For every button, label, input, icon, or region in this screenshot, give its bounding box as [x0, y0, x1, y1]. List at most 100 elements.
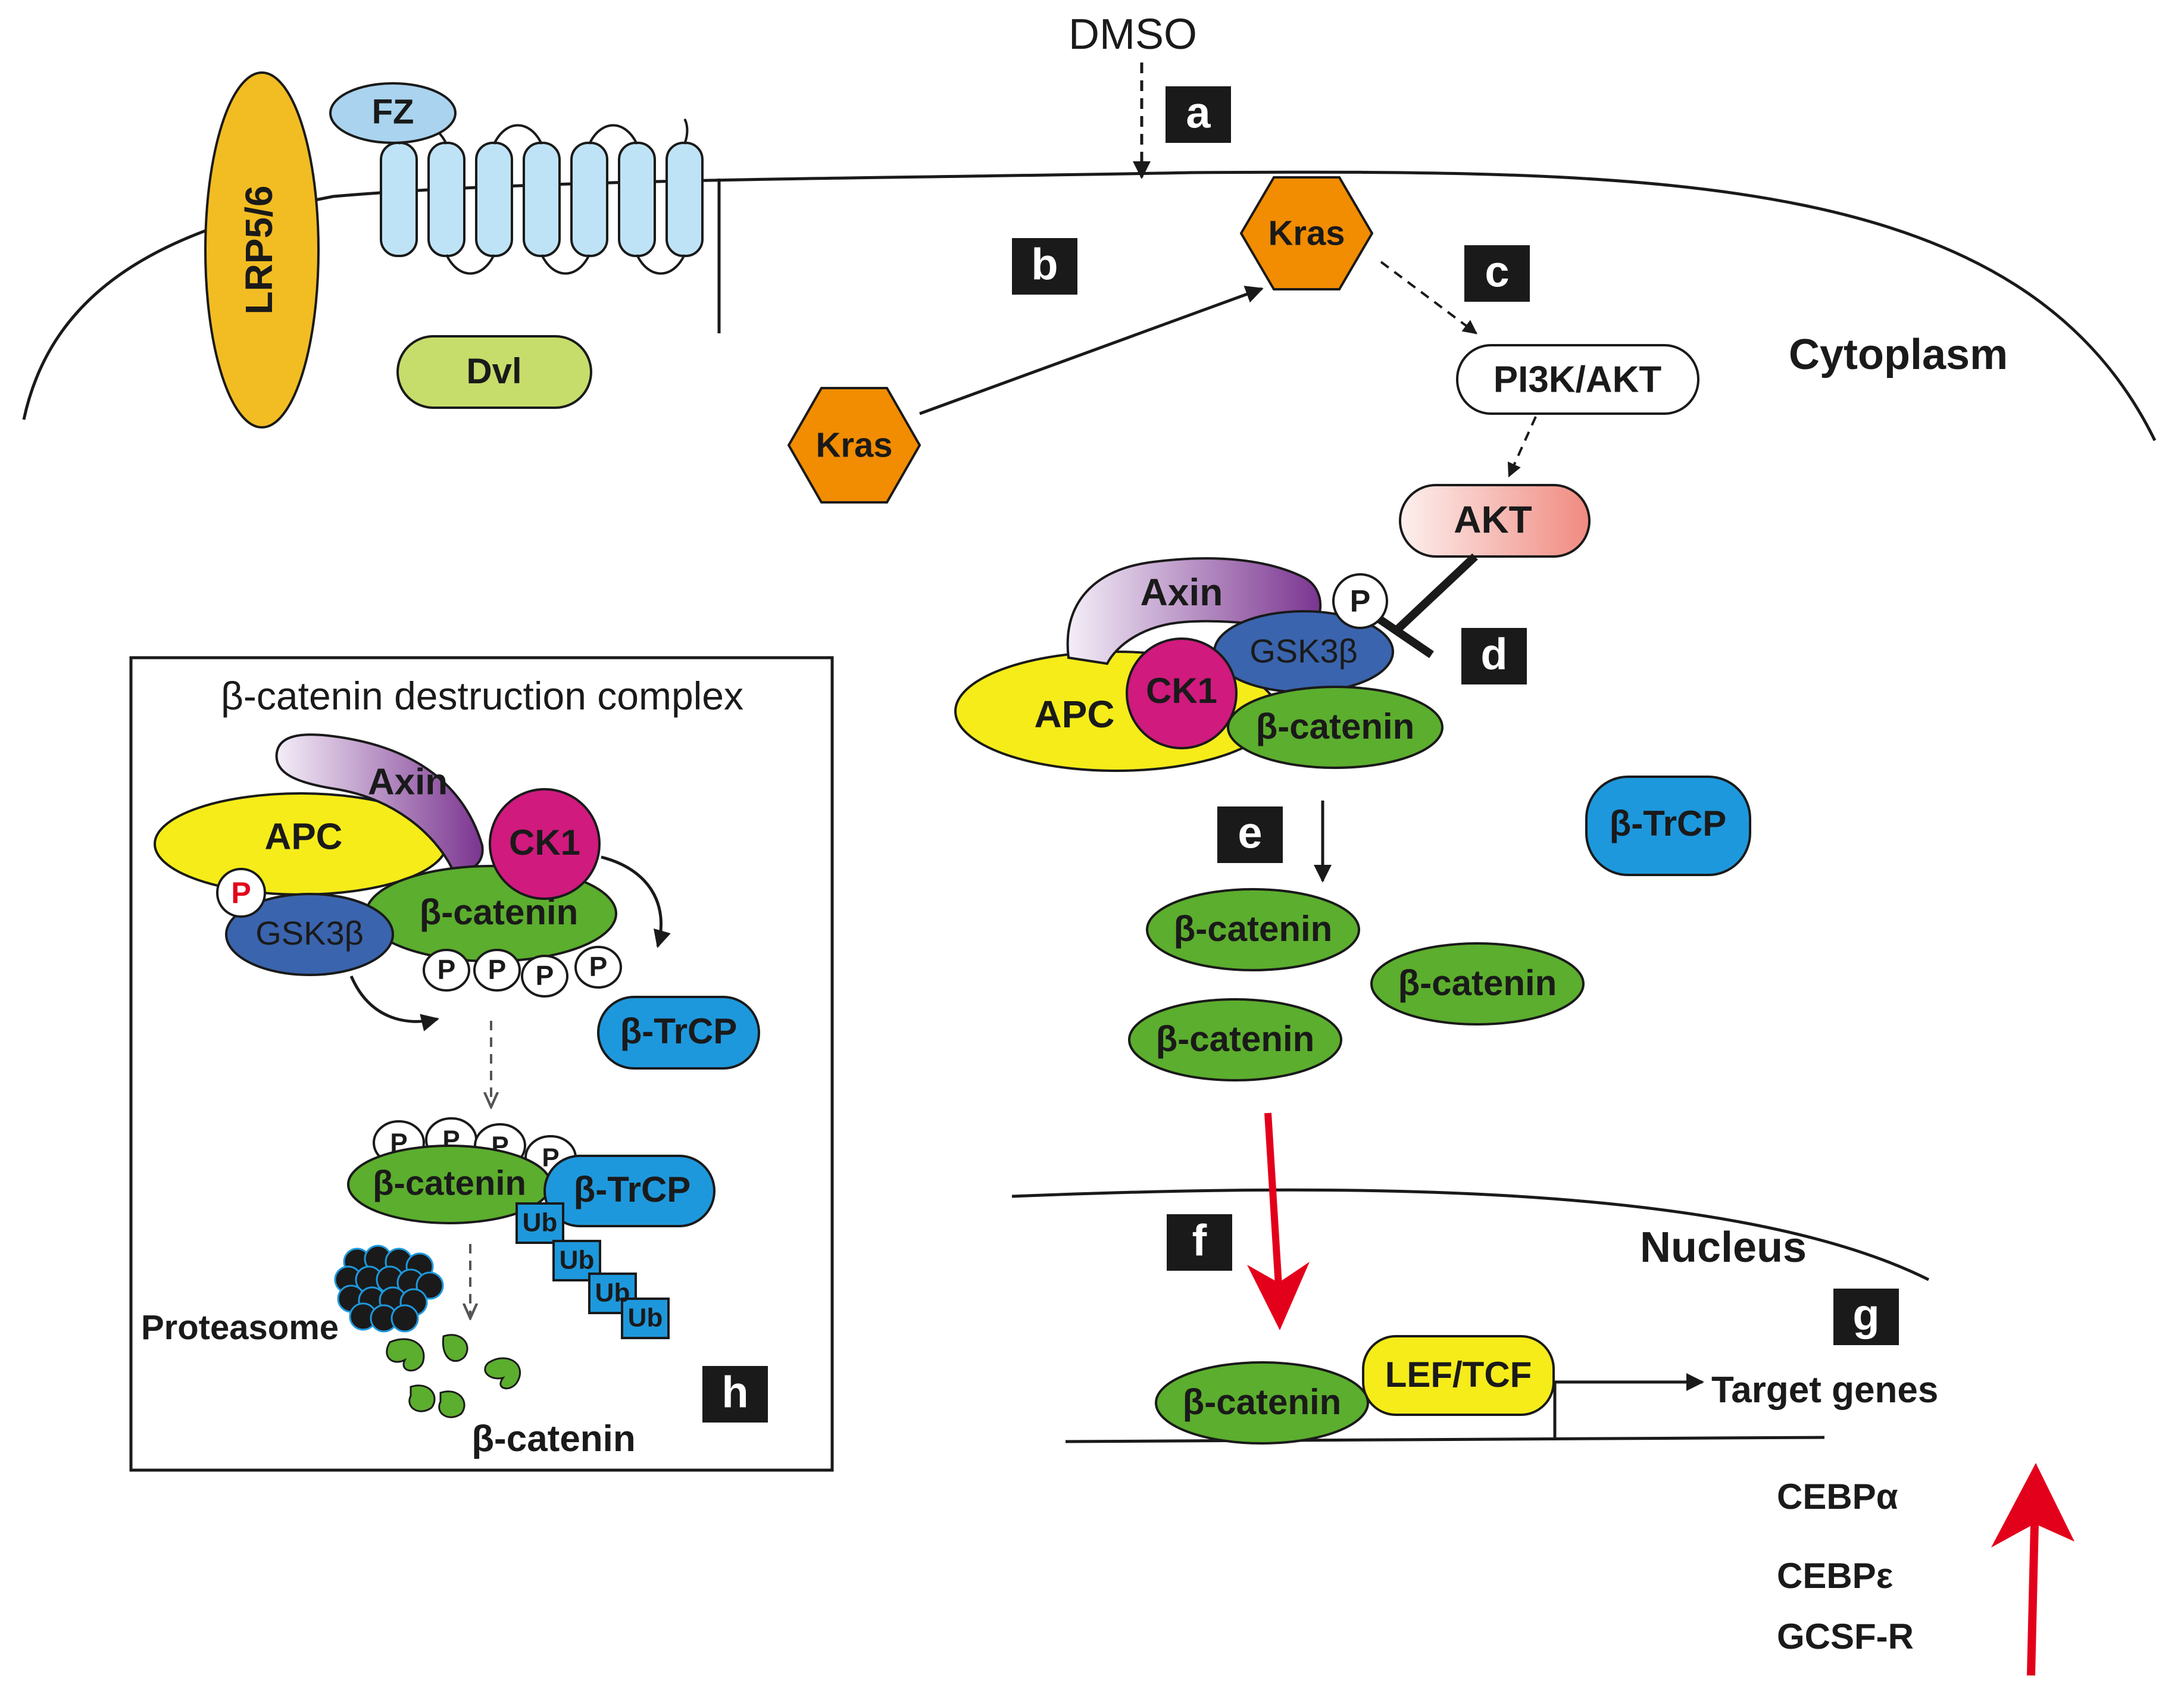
svg-text:b: b [1031, 240, 1058, 289]
akt-inhibition-line [1393, 553, 1478, 634]
gsk3b-label: GSK3β [1249, 632, 1358, 670]
dvl-label: Dvl [466, 351, 521, 391]
target-genes-label: Target genes [1711, 1370, 1938, 1411]
phosphate-4: P [589, 951, 608, 982]
kras-to-pi3k-arrow [1380, 261, 1477, 335]
lrp5-6-receptor: LRP5/6 [204, 71, 320, 429]
step-marker-a: a [1166, 86, 1231, 143]
main-destruction-complex: Axin GSK3β P CK1 APC β-catenin [954, 557, 1443, 772]
upregulation-arrow [2027, 1523, 2039, 1676]
cebpa-label: CEBPα [1777, 1477, 1898, 1517]
svg-text:f: f [1192, 1216, 1207, 1265]
kras-active: Kras [1239, 176, 1374, 290]
gcsfr-label: GCSF-R [1777, 1617, 1914, 1656]
ub-2: Ub [560, 1246, 595, 1275]
kras-activation-arrow [919, 286, 1264, 415]
akt-label: AKT [1454, 498, 1532, 541]
axin-label: Axin [1141, 571, 1223, 614]
free-beta-catenin-1: β-catenin [1146, 888, 1360, 971]
btrcp-free-label: β-TrCP [1610, 804, 1727, 843]
lef-tcf-shape [1362, 1335, 1555, 1416]
nuclear-translocation-arrow [1264, 1112, 1282, 1286]
phosphate-2: P [488, 954, 507, 985]
step-marker-d: d [1461, 628, 1527, 684]
cell-membrane [22, 170, 2157, 442]
step-marker-g: g [1833, 1289, 1899, 1345]
cytoplasm-label: Cytoplasm [1789, 331, 2008, 379]
inset-axin-label: Axin [368, 761, 448, 802]
svg-text:d: d [1480, 630, 1507, 679]
dvl-shape [396, 335, 592, 409]
dna-line [1065, 1436, 1825, 1443]
step-marker-f: f [1167, 1214, 1232, 1271]
ubiquitinated-complex: P P P P β-catenin β-TrCP Ub Ub Ub Ub [347, 1117, 715, 1339]
ubiquitin-chain [515, 1202, 670, 1339]
beta-catenin-shape [1227, 686, 1443, 769]
inset-ck1-curve-arrow [601, 855, 671, 948]
btrcp-free-shape [1585, 776, 1751, 876]
phospho-circle [1332, 573, 1388, 629]
inset-axin-shape [275, 733, 484, 872]
ck1-label: CK1 [1146, 671, 1217, 711]
ub-4: Ub [628, 1303, 663, 1333]
inset-gsk3b-shape [225, 893, 394, 976]
proteasome-label: Proteasome [141, 1308, 339, 1347]
upregulation-arrowhead [1991, 1463, 2074, 1548]
inset-btrcp-shape [597, 996, 760, 1070]
ub-btrcp-label: β-TrCP [574, 1170, 691, 1209]
inset-apc-label: APC [265, 816, 343, 857]
proteasome-icon [334, 1245, 444, 1333]
svg-text:e: e [1238, 808, 1262, 858]
ub-btrcp-shape [543, 1155, 715, 1227]
nucleus-label: Nucleus [1640, 1224, 1807, 1271]
akt-shape [1399, 484, 1591, 558]
inset-gsk3b-label: GSK3β [255, 914, 364, 952]
phosphate-chain [423, 946, 622, 998]
svg-text:β-catenin: β-catenin [1156, 1019, 1315, 1059]
ub-1: Ub [523, 1208, 558, 1237]
dmso-label: DMSO [1068, 11, 1197, 58]
svg-text:c: c [1485, 247, 1509, 296]
nuclear-translocation-arrowhead [1247, 1262, 1310, 1330]
ub-3: Ub [595, 1278, 630, 1308]
pi3k-to-akt-arrow [1507, 416, 1537, 478]
destruction-complex-box [129, 656, 834, 1472]
svg-text:g: g [1852, 1290, 1879, 1340]
lef-tcf-label: LEF/TCF [1385, 1355, 1532, 1395]
lrp5-6-label: LRP5/6 [238, 186, 280, 315]
free-beta-catenin-3: β-catenin [1128, 998, 1342, 1081]
pi3k-akt-shape [1456, 344, 1699, 415]
fz-label: FZ [372, 92, 414, 131]
inset-ck1-shape [489, 788, 601, 900]
nuclear-membrane [1011, 1188, 1930, 1281]
step-marker-e: e [1217, 806, 1283, 863]
svg-text:Kras: Kras [1268, 214, 1345, 252]
inset-phospho-red-label: P [231, 876, 251, 909]
svg-text:β-catenin: β-catenin [1398, 963, 1557, 1003]
box-title: β-catenin destruction complex [221, 674, 743, 718]
degraded-fragments-icon [386, 1334, 521, 1418]
step-marker-h: h [702, 1366, 768, 1423]
frizzled-receptor: FZ [329, 82, 721, 333]
svg-text:a: a [1186, 88, 1211, 137]
inset-phospho-red [216, 868, 266, 918]
nuclear-beta-catenin-shape [1155, 1361, 1369, 1445]
inset-ck1-label: CK1 [509, 823, 580, 862]
free-beta-catenin-2: β-catenin [1370, 942, 1585, 1026]
apc-label: APC [1034, 693, 1114, 736]
axin-shape [1066, 557, 1322, 665]
inset-gsk-curve-arrow [349, 976, 439, 1031]
nuclear-beta-catenin-label: β-catenin [1183, 1382, 1342, 1422]
degraded-beta-catenin-label: β-catenin [471, 1418, 636, 1459]
phosphate-3: P [536, 960, 554, 991]
step-marker-b: b [1012, 238, 1077, 295]
ub-beta-catenin-label: β-catenin [373, 1164, 526, 1202]
pi3k-akt-label: PI3K/AKT [1494, 359, 1662, 400]
svg-text:β-catenin: β-catenin [1174, 909, 1333, 949]
cebpe-label: CEBPε [1777, 1556, 1893, 1596]
svg-text:h: h [721, 1368, 748, 1417]
ck1-shape [1126, 637, 1238, 749]
fz-ligand [329, 82, 457, 144]
svg-text:Kras: Kras [816, 426, 893, 464]
